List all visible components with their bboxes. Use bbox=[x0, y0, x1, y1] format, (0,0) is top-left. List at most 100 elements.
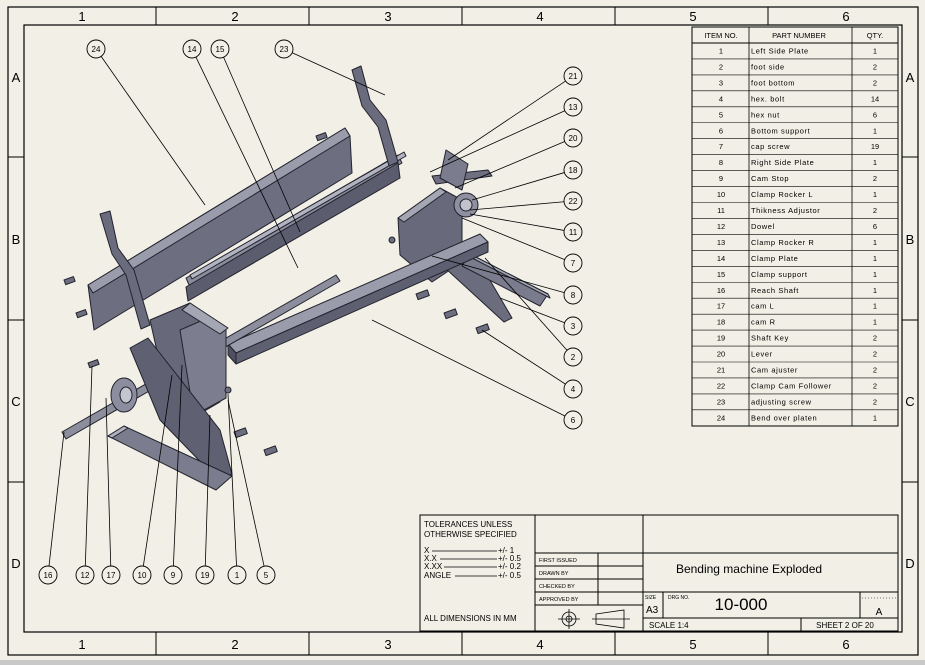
bom-item-no: 3 bbox=[719, 78, 723, 87]
zone-col-bottom-2: 2 bbox=[231, 637, 238, 652]
bom-part-number: Thikness Adjustor bbox=[751, 206, 820, 215]
balloon-circle bbox=[563, 97, 583, 117]
bom-part-number: Shaft Key bbox=[751, 334, 789, 343]
inner-border bbox=[23, 24, 903, 633]
balloon: 10 bbox=[132, 374, 173, 585]
tol-value-xxx: +/- 0.2 bbox=[498, 562, 521, 571]
balloon-leader bbox=[227, 393, 237, 567]
bom-part-number: cap screw bbox=[751, 142, 790, 151]
balloon-label: 20 bbox=[569, 134, 578, 143]
bom-qty: 2 bbox=[873, 62, 877, 71]
balloon-leader bbox=[292, 52, 386, 96]
bom-item-no: 22 bbox=[717, 381, 725, 390]
bom-qty: 1 bbox=[873, 190, 877, 199]
balloon-circle bbox=[163, 565, 183, 585]
bom-part-number: cam R bbox=[751, 318, 776, 327]
balloon-circle bbox=[563, 347, 583, 367]
zone-col-top-4: 4 bbox=[536, 9, 543, 24]
balloon-leader bbox=[431, 255, 565, 293]
zone-row-right-A: A bbox=[906, 70, 915, 85]
zone-col-top-2: 2 bbox=[231, 9, 238, 24]
balloon: 5 bbox=[227, 399, 276, 585]
tol-label-xxx: X.XX bbox=[424, 562, 443, 571]
balloon: 6 bbox=[371, 319, 583, 430]
balloon-leader bbox=[454, 141, 565, 189]
balloon: 19 bbox=[195, 414, 215, 585]
balloon-circle bbox=[195, 565, 215, 585]
balloon-label: 19 bbox=[201, 571, 210, 580]
bom-part-number: foot bottom bbox=[751, 78, 795, 87]
checked-by-label: CHECKED BY bbox=[539, 584, 575, 590]
tol-value-angle: +/- 0.5 bbox=[498, 571, 521, 580]
balloon: 23 bbox=[274, 39, 386, 96]
balloon-label: 11 bbox=[569, 228, 578, 237]
balloon-leader bbox=[371, 319, 566, 417]
balloon: 12 bbox=[75, 365, 95, 585]
bom-part-number: Clamp Rocker R bbox=[751, 238, 814, 247]
bom-qty: 1 bbox=[873, 302, 877, 311]
bom-item-no: 23 bbox=[717, 397, 725, 406]
balloon-label: 5 bbox=[264, 571, 269, 580]
title-block-frame bbox=[419, 514, 899, 632]
bom-item-no: 14 bbox=[717, 254, 725, 263]
bom-part-number: Cam ajuster bbox=[751, 366, 798, 375]
balloon-circle bbox=[182, 39, 202, 59]
bom-item-no: 9 bbox=[719, 174, 723, 183]
balloon-circle bbox=[101, 565, 121, 585]
balloon: 13 bbox=[429, 97, 583, 173]
bom-item-no: 20 bbox=[717, 350, 725, 359]
zone-ticks bbox=[8, 7, 918, 655]
balloon-circle bbox=[563, 66, 583, 86]
third-angle-projection-icon bbox=[558, 609, 630, 629]
balloon-label: 4 bbox=[571, 385, 576, 394]
tolerances-heading-1: TOLERANCES UNLESS bbox=[424, 520, 512, 529]
zone-row-left-D: D bbox=[11, 556, 20, 571]
balloon: 16 bbox=[38, 431, 65, 585]
bom-header-qty: QTY. bbox=[867, 31, 884, 40]
balloon: 18 bbox=[471, 160, 583, 201]
balloon-leader bbox=[227, 399, 265, 567]
balloon: 9 bbox=[163, 364, 183, 585]
balloon-label: 14 bbox=[188, 45, 197, 54]
approved-by-label: APPROVED BY bbox=[539, 597, 579, 603]
bom-part-number: Left Side Plate bbox=[751, 47, 809, 56]
balloon-label: 10 bbox=[138, 571, 147, 580]
balloon-label: 7 bbox=[571, 259, 576, 268]
bom-qty: 6 bbox=[873, 110, 877, 119]
bom-item-no: 19 bbox=[717, 334, 725, 343]
balloon-leader bbox=[204, 414, 211, 567]
balloon: 3 bbox=[499, 297, 583, 336]
zone-col-bottom-5: 5 bbox=[689, 637, 696, 652]
balloon-leader bbox=[195, 56, 299, 269]
bom-qty: 1 bbox=[873, 413, 877, 422]
balloon: 1 bbox=[227, 393, 247, 585]
balloon: 24 bbox=[86, 39, 206, 206]
zone-col-bottom-6: 6 bbox=[842, 637, 849, 652]
title-block bbox=[419, 514, 899, 632]
bom-part-number: Bottom support bbox=[751, 126, 811, 135]
bom-row: 9 Cam Stop 2 bbox=[692, 174, 898, 187]
zone-row-right-D: D bbox=[905, 556, 914, 571]
balloon-label: 6 bbox=[571, 416, 576, 425]
balloon-circle bbox=[563, 316, 583, 336]
bom-part-number: Cam Stop bbox=[751, 174, 789, 183]
scale-label: SCALE 1:4 bbox=[649, 621, 689, 630]
balloon: 2 bbox=[484, 257, 583, 367]
bom-item-no: 7 bbox=[719, 142, 723, 151]
balloon-leader bbox=[469, 201, 565, 211]
tol-value-xx: +/- 0.5 bbox=[498, 554, 521, 563]
bom-qty: 2 bbox=[873, 174, 877, 183]
bom-item-no: 18 bbox=[717, 318, 725, 327]
zone-row-left-A: A bbox=[12, 70, 21, 85]
